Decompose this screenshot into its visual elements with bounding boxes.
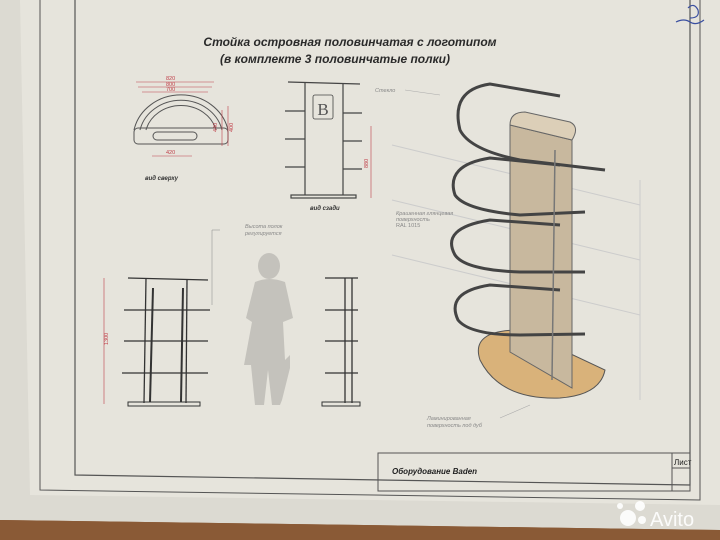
drawing-title-line2: (в комплекте 3 половинчатые полки) bbox=[220, 52, 450, 66]
dimension-700: 700 bbox=[166, 87, 175, 93]
shelves-note-line2: регулируется bbox=[244, 231, 282, 237]
table-surface bbox=[0, 520, 720, 540]
dimension-880: 880 bbox=[364, 159, 370, 168]
paper-inner bbox=[20, 0, 720, 505]
painted-note-line1: Крашенная глянцевая bbox=[396, 211, 453, 217]
dimension-440: 440 bbox=[213, 123, 219, 132]
dimension-820: 820 bbox=[166, 76, 175, 82]
painted-note-line2: поверхность bbox=[396, 217, 430, 223]
glass-note: Стекло bbox=[375, 88, 395, 94]
dimension-420: 420 bbox=[166, 150, 175, 156]
painted-note-line3: RAL 1015 bbox=[396, 223, 420, 229]
sheet-label: Лист bbox=[674, 458, 692, 467]
handwritten-mark bbox=[675, 4, 705, 25]
dimension-1300: 1300 bbox=[104, 333, 110, 345]
top-view-label: вид сверху bbox=[145, 176, 179, 182]
back-view-label: вид сзади bbox=[310, 206, 340, 212]
dimension-400: 400 bbox=[229, 123, 235, 132]
logo-badge bbox=[312, 94, 334, 120]
baden-logo: B bbox=[317, 100, 328, 119]
drawing-frame bbox=[74, 0, 691, 486]
shelves-note-line1: Высота полок bbox=[245, 224, 283, 230]
back-view bbox=[285, 81, 372, 199]
isometric-view bbox=[391, 82, 641, 400]
avito-watermark-text: Avito bbox=[650, 509, 694, 531]
laminated-note-line2: поверхность под дуб bbox=[427, 423, 483, 429]
top-view bbox=[133, 81, 229, 157]
side-view bbox=[321, 277, 361, 407]
laminated-note-line1: Ламинированная bbox=[426, 416, 471, 422]
drawing-title-line1: Стойка островная половинчатая с логотипо… bbox=[203, 35, 496, 49]
dimension-800: 800 bbox=[166, 82, 175, 88]
avito-watermark bbox=[617, 501, 646, 526]
sheet-outer-frame bbox=[39, 0, 701, 501]
company-name: Оборудование Baden bbox=[392, 467, 477, 476]
human-silhouette bbox=[244, 253, 293, 405]
title-block bbox=[377, 452, 691, 492]
front-view bbox=[103, 229, 220, 407]
